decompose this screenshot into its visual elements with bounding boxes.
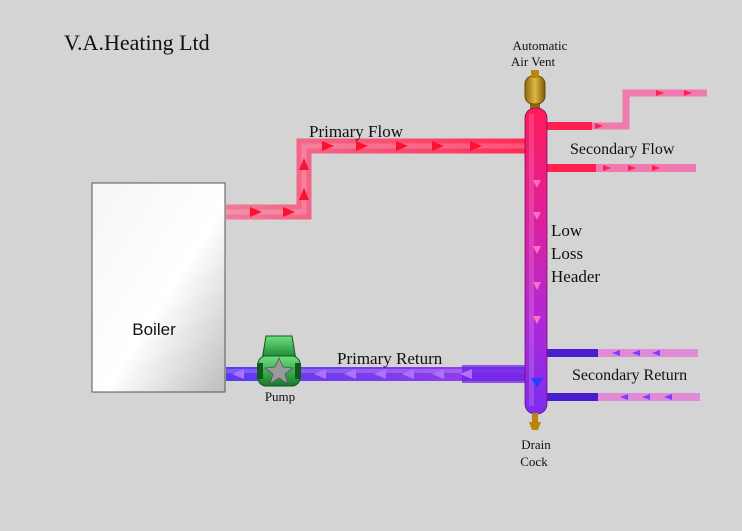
company-title: V.A.Heating Ltd — [64, 30, 210, 55]
primary-flow-pipe — [226, 138, 528, 220]
boiler-label: Boiler — [132, 320, 176, 339]
flow-arrows — [250, 141, 482, 217]
pump: Pump — [257, 335, 301, 404]
boiler: Boiler — [91, 182, 226, 393]
secondary-flow-arrows — [595, 90, 692, 171]
drain-label-line1: Drain — [521, 437, 551, 452]
air-vent-label-line1: Automatic — [513, 38, 568, 53]
header-label-line3: Header — [551, 267, 600, 286]
pump-impeller-icon — [263, 357, 295, 385]
low-loss-header — [524, 107, 548, 415]
secondary-return-label: Secondary Return — [572, 367, 687, 384]
drain-label-line2: Cock — [520, 454, 548, 469]
header-label-line1: Low — [551, 221, 583, 240]
header-arrows — [533, 180, 541, 324]
secondary-return-arrows — [612, 350, 672, 400]
air-vent-label-line2: Air Vent — [511, 54, 556, 69]
air-vent — [524, 70, 546, 111]
header-label-line2: Loss — [551, 244, 583, 263]
secondary-return-pipes — [540, 349, 700, 401]
secondary-flow-pipes — [540, 89, 707, 172]
primary-flow-label: Primary Flow — [309, 122, 404, 141]
drain-cock — [529, 413, 541, 430]
secondary-flow-label: Secondary Flow — [570, 141, 675, 158]
boiler-body — [91, 182, 226, 393]
primary-return-label: Primary Return — [337, 349, 443, 368]
return-arrows — [232, 369, 472, 379]
header-return-arrow — [531, 378, 543, 388]
pump-label: Pump — [265, 389, 295, 404]
